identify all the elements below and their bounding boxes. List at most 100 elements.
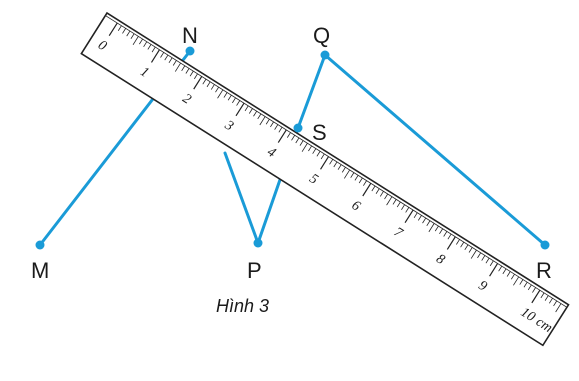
ruler-tick	[489, 260, 494, 267]
ruler-tick	[257, 113, 262, 120]
ruler-tick	[379, 191, 384, 197]
ruler-tick	[122, 28, 127, 34]
ruler-tick	[477, 252, 482, 259]
ruler-tick	[401, 204, 405, 210]
ruler-tick	[426, 220, 431, 227]
ruler-ticks	[108, 22, 562, 313]
ruler-tick	[404, 209, 414, 224]
ruler-tick	[244, 105, 249, 112]
figure-caption: Hình 3	[216, 296, 269, 316]
ruler-tick	[174, 62, 181, 72]
point-label-p: P	[247, 258, 262, 283]
ruler-inner-edge	[105, 15, 568, 308]
point-p	[253, 238, 263, 248]
ruler-tick	[428, 223, 435, 233]
ruler-tick	[206, 81, 211, 88]
ruler-tick	[358, 177, 363, 184]
ruler-tick	[139, 38, 143, 45]
ruler-tick	[386, 196, 393, 206]
ruler-tick	[527, 284, 532, 291]
ruler-tick	[291, 135, 296, 141]
ruler-tick	[519, 279, 524, 285]
ruler-tick	[439, 228, 443, 235]
point-s	[293, 123, 303, 133]
ruler-tick	[540, 292, 545, 299]
point-label-r: R	[536, 258, 552, 283]
ruler-tick	[147, 44, 152, 50]
ruler-tick	[227, 94, 232, 101]
ruler-tick	[185, 68, 190, 74]
ruler-tick	[210, 84, 215, 90]
ruler-body	[80, 11, 570, 347]
ruler-tick	[253, 110, 258, 117]
ruler-number-10: 10	[518, 305, 538, 325]
ruler-tick	[223, 92, 228, 98]
ruler-tick	[172, 60, 177, 66]
ruler-tick	[354, 175, 359, 181]
ruler-tick	[316, 151, 321, 157]
ruler-tick	[270, 121, 274, 128]
ruler-tick	[362, 183, 372, 197]
ruler-tick	[498, 265, 503, 272]
ruler-tick	[236, 100, 241, 106]
ruler-tick	[489, 263, 499, 277]
ruler-tick	[193, 76, 203, 90]
segment-pq-left	[223, 151, 260, 245]
ruler-tick	[544, 295, 549, 301]
ruler-tick	[150, 49, 161, 63]
ruler-tick	[164, 54, 169, 61]
ruler-tick	[329, 159, 334, 165]
ruler-tick	[265, 118, 270, 125]
ruler-tick	[259, 116, 266, 126]
ruler-tick	[337, 164, 342, 170]
ruler-tick	[456, 239, 460, 245]
ruler-tick	[235, 102, 245, 117]
ruler-tick	[274, 124, 279, 130]
ruler-tick	[481, 255, 486, 261]
ruler-tick	[132, 36, 139, 46]
points-layer	[35, 46, 550, 250]
point-n	[185, 46, 195, 56]
ruler-tick	[405, 207, 410, 213]
point-q	[320, 50, 330, 60]
ruler-unit: cm	[533, 315, 555, 336]
point-label-n: N	[182, 23, 198, 48]
ruler-tick	[202, 78, 207, 85]
ruler-tick	[341, 167, 346, 173]
point-label-s: S	[312, 120, 327, 145]
ruler-tick	[160, 52, 165, 58]
ruler-tick	[510, 273, 515, 280]
ruler-tick	[392, 199, 397, 205]
ruler-tick	[126, 30, 131, 37]
ruler-tick	[299, 140, 304, 146]
ruler-tick	[384, 193, 389, 200]
ruler-tick	[295, 137, 300, 144]
ruler-tick	[464, 244, 469, 251]
ruler-tick	[320, 156, 330, 170]
ruler-tick	[371, 185, 376, 192]
ruler-tick	[333, 161, 338, 168]
ruler-tick	[217, 89, 224, 99]
ruler-tick	[312, 148, 317, 154]
ruler-tick	[531, 289, 541, 304]
ruler-tick	[286, 132, 291, 138]
ruler-tick	[168, 57, 173, 64]
ruler-tick	[215, 86, 220, 93]
ruler-tick	[130, 33, 135, 39]
ruler-tick	[189, 70, 194, 77]
point-r	[540, 240, 550, 250]
ruler-tick	[506, 271, 511, 277]
ruler-tick	[460, 241, 465, 248]
ruler-tick	[232, 97, 236, 104]
ruler-tick	[181, 65, 186, 72]
ruler-tick	[555, 303, 562, 313]
ruler-tick	[417, 215, 422, 221]
ruler-tick	[143, 41, 148, 48]
ruler-tick	[375, 188, 380, 194]
ruler-tick	[468, 247, 473, 253]
point-m	[35, 240, 45, 250]
ruler-tick	[548, 297, 553, 304]
